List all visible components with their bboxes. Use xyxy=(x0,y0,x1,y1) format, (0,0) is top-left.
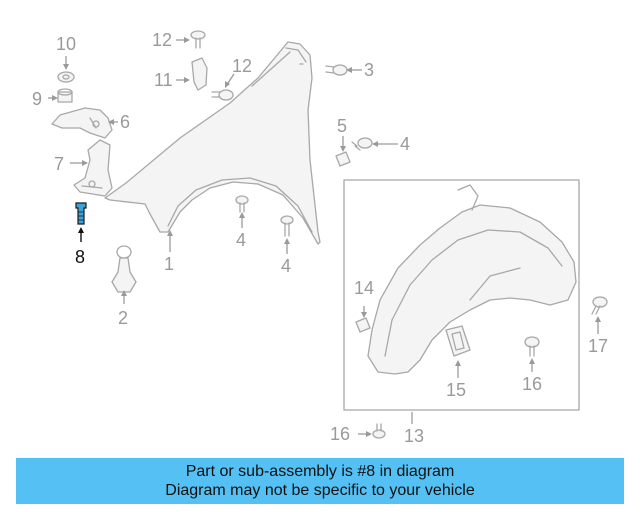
callout-12-mid: 12 xyxy=(232,56,252,76)
bolt-part-17 xyxy=(591,296,608,315)
callout-7: 7 xyxy=(54,154,64,174)
bolt-part-4-right xyxy=(351,137,373,151)
callout-2: 2 xyxy=(118,308,128,328)
fender-part-1 xyxy=(104,41,321,245)
banner-line-2: Diagram may not be specific to your vehi… xyxy=(165,482,475,499)
callout-1: 1 xyxy=(164,254,174,274)
bolt-part-4-lower xyxy=(280,215,294,237)
callout-3: 3 xyxy=(364,60,374,80)
callout-10: 10 xyxy=(56,34,76,54)
callout-16-bottom: 16 xyxy=(330,424,350,444)
callout-6: 6 xyxy=(120,112,130,132)
bracket-part-7 xyxy=(73,139,113,197)
callout-9: 9 xyxy=(32,89,42,109)
callout-5: 5 xyxy=(337,116,347,136)
clip-part-14 xyxy=(355,317,371,333)
bracket-part-6 xyxy=(51,107,113,139)
callout-15: 15 xyxy=(446,380,466,400)
callout-4-lower: 4 xyxy=(281,256,291,276)
washer-part-10 xyxy=(57,71,75,83)
bracket-part-11 xyxy=(191,57,208,91)
bolt-part-16-bottom xyxy=(372,423,386,439)
callout-16-right: 16 xyxy=(522,374,542,394)
banner-line-1: Part or sub-assembly is #8 in diagram xyxy=(185,463,455,480)
bolt-part-3 xyxy=(325,64,348,76)
seal-part-15 xyxy=(445,325,471,357)
bolt-part-4-center xyxy=(235,195,249,213)
liner-box-part-13 xyxy=(343,179,580,411)
callout-17: 17 xyxy=(588,336,608,356)
parts-diagram: 1 2 3 4 4 4 5 6 7 8 9 10 11 12 12 13 14 … xyxy=(32,30,608,446)
bolt-part-16-right xyxy=(524,336,540,357)
clip-part-5 xyxy=(335,151,351,167)
stud-part-8 xyxy=(75,202,87,225)
bolt-part-12-mid xyxy=(211,89,234,101)
bolt-part-12-top xyxy=(190,30,206,49)
nut-part-9 xyxy=(57,88,73,103)
callout-11: 11 xyxy=(154,70,173,90)
info-banner: Part or sub-assembly is #8 in diagram Di… xyxy=(16,458,624,504)
callout-4-right: 4 xyxy=(400,134,410,154)
callout-13: 13 xyxy=(404,426,424,446)
callout-14: 14 xyxy=(354,278,374,298)
callout-4-center: 4 xyxy=(236,230,246,250)
callout-12-top: 12 xyxy=(152,30,172,50)
callout-labels: 1 2 3 4 4 4 5 6 7 8 9 10 11 12 12 13 14 … xyxy=(32,30,608,446)
leader-lines xyxy=(48,37,601,437)
callout-8: 8 xyxy=(75,247,85,267)
grommet-part-2 xyxy=(111,245,137,293)
